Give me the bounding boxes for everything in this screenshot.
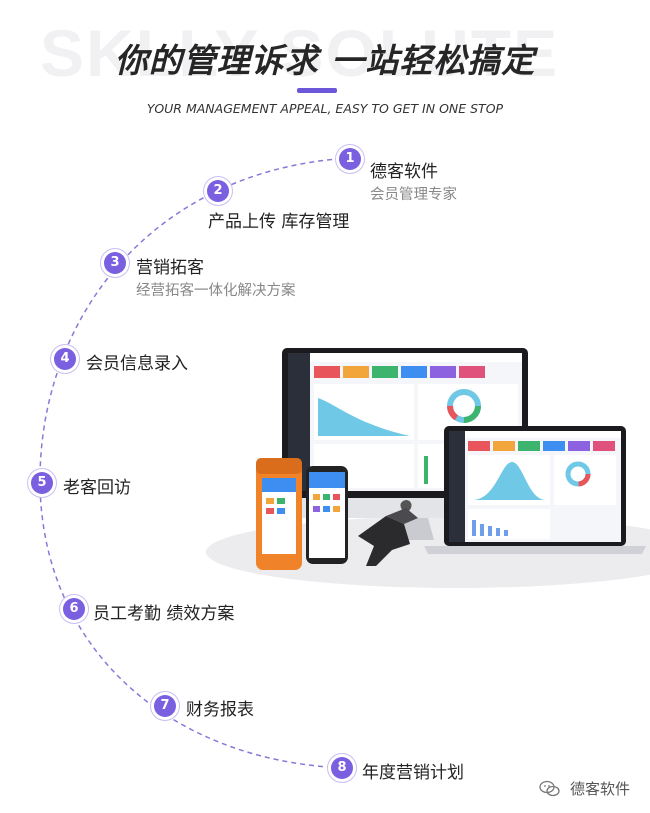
pos-terminal-image bbox=[256, 458, 302, 570]
laptop-image bbox=[424, 426, 646, 554]
step-1-sub: 会员管理专家 bbox=[370, 187, 457, 203]
step-8-label: 年度营销计划 bbox=[362, 763, 464, 783]
step-1-badge: 1 bbox=[339, 148, 361, 170]
step-4-label: 会员信息录入 bbox=[86, 354, 188, 374]
step-5-badge: 5 bbox=[31, 472, 53, 494]
step-1-label: 德客软件 bbox=[370, 162, 438, 182]
step-5-label: 老客回访 bbox=[63, 478, 131, 498]
watermark-label: 德客软件 bbox=[569, 780, 630, 798]
background-watermark-text: SKLLY SOLUTE bbox=[40, 18, 560, 88]
page-subtitle: YOUR MANAGEMENT APPEAL, EASY TO GET IN O… bbox=[146, 101, 504, 116]
step-3-sub: 经营拓客一体化解决方案 bbox=[136, 283, 296, 299]
phone-image bbox=[306, 466, 348, 564]
step-3-badge: 3 bbox=[104, 252, 126, 274]
devices-illustration bbox=[206, 348, 650, 588]
page-title: 你的管理诉求 一站轻松搞定 bbox=[114, 41, 536, 80]
step-6-badge: 6 bbox=[63, 598, 85, 620]
step-7-badge: 7 bbox=[154, 695, 176, 717]
wechat-icon bbox=[539, 780, 560, 797]
wechat-watermark: 德客软件 bbox=[539, 778, 630, 799]
title-underline bbox=[297, 88, 337, 93]
barcode-scanner-image bbox=[358, 508, 418, 566]
step-7-label: 财务报表 bbox=[186, 700, 254, 720]
step-4-badge: 4 bbox=[54, 348, 76, 370]
step-6-label: 员工考勤 绩效方案 bbox=[93, 604, 235, 624]
step-2-badge: 2 bbox=[207, 180, 229, 202]
step-8-badge: 8 bbox=[331, 757, 353, 779]
step-2-label: 产品上传 库存管理 bbox=[208, 212, 350, 232]
step-3-label: 营销拓客 bbox=[136, 258, 204, 278]
